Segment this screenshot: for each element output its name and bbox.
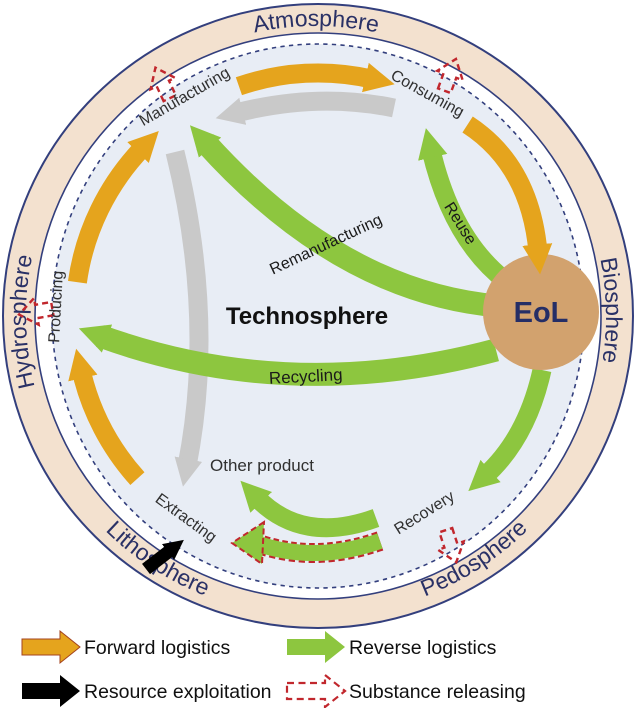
node-label-producing: Producing: [46, 270, 67, 343]
arrow-eol-to-recovery: [468, 367, 552, 492]
arrow-extracting-to-producing: [68, 348, 145, 485]
arrow-consuming-to-eol: [462, 116, 553, 275]
arrow-resource-exploitation: [142, 539, 184, 575]
legend: Forward logistics Reverse logistics Reso…: [21, 629, 526, 710]
legend-resource-arrow: [22, 675, 80, 707]
flow-label-recycling: Recycling: [268, 365, 343, 388]
legend-substance-label: Substance releasing: [349, 681, 526, 703]
legend-forward-arrow: [21, 629, 81, 665]
legend-resource-label: Resource exploitation: [84, 681, 272, 703]
eol-node: [483, 254, 599, 370]
arrow-remanufacturing: [189, 125, 500, 318]
arrow-recovery-release: [230, 520, 384, 566]
arrow-manufacturing-to-extracting: [165, 149, 209, 487]
arrow-consuming-to-manufacturing: [215, 91, 396, 125]
arrow-manufacturing-to-consuming: [235, 62, 395, 96]
legend-reverse-arrow: [287, 631, 345, 663]
arrow-reuse: [418, 128, 513, 290]
node-label-other-product: Other product: [210, 456, 314, 475]
legend-substance-arrow: [285, 672, 347, 710]
arrow-producing-to-manufacturing: [67, 131, 159, 284]
legend-forward-label: Forward logistics: [84, 637, 231, 659]
arrow-recovery-to-other-product: [240, 480, 380, 538]
node-label-eol: EoL: [514, 297, 569, 329]
legend-reverse-label: Reverse logistics: [349, 637, 497, 659]
arrow-recycling: [78, 324, 499, 386]
center-label-technosphere: Technosphere: [226, 303, 388, 330]
